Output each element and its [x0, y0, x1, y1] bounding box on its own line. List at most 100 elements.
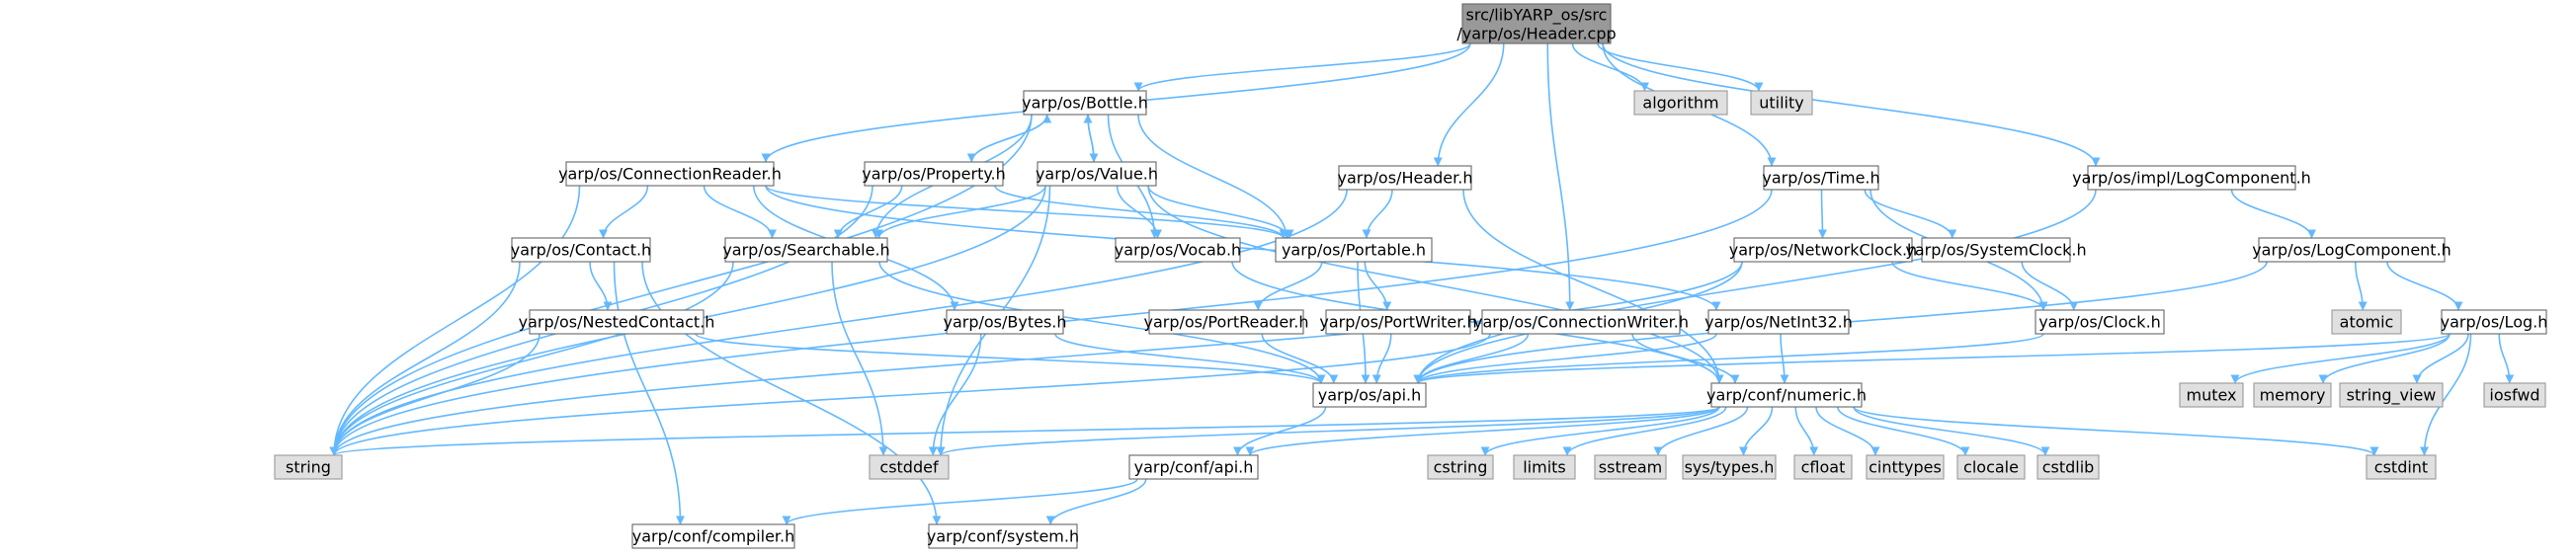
edge-connreader-to-netint32: [765, 185, 1721, 311]
node-box: [1275, 237, 1433, 263]
node-systemclock[interactable]: yarp/os/SystemClock.h: [1905, 237, 2087, 263]
node-label: yarp/os/ConnectionReader.h: [558, 165, 782, 184]
node-box: [2087, 165, 2296, 191]
node-portreader[interactable]: yarp/os/PortReader.h: [1143, 309, 1309, 335]
edge-numeric-to-limits: [1562, 406, 1727, 456]
node-compiler[interactable]: yarp/conf/compiler.h: [631, 523, 795, 549]
node-vocab[interactable]: yarp/os/Vocab.h: [1115, 237, 1241, 263]
node-cstddef: cstddef: [869, 454, 950, 480]
node-box: [1312, 382, 1427, 408]
node-label: memory: [2260, 386, 2326, 405]
node-box: [1461, 3, 1612, 44]
node-nestedcontact[interactable]: yarp/os/NestedContact.h: [519, 309, 715, 335]
node-label: yarp/os/Contact.h: [511, 241, 651, 260]
node-osapi[interactable]: yarp/os/api.h: [1312, 382, 1427, 408]
edge-time-to-systemclock: [1864, 189, 1957, 239]
edge-log-to-iosfwd: [2498, 333, 2515, 384]
edge-confapi-to-system: [1045, 478, 1147, 525]
edge-numeric-to-string: [330, 406, 1720, 456]
edge-networkclock-to-string: [329, 261, 1743, 456]
node-label: cfloat: [1801, 458, 1846, 477]
node-numeric[interactable]: yarp/conf/numeric.h: [1706, 382, 1867, 408]
node-sstream: sstream: [1594, 454, 1667, 480]
node-box: [511, 237, 651, 263]
node-searchable[interactable]: yarp/os/Searchable.h: [722, 237, 890, 263]
node-netint32[interactable]: yarp/os/NetInt32.h: [1704, 309, 1853, 335]
node-contact[interactable]: yarp/os/Contact.h: [511, 237, 651, 263]
node-layer: src/libYARP_os/src/yarp/os/Header.cppyar…: [274, 3, 2548, 549]
node-confapi[interactable]: yarp/conf/api.h: [1128, 454, 1259, 480]
node-cinttypes: cinttypes: [1866, 454, 1945, 480]
node-box: [2366, 454, 2437, 480]
edge-confapi-to-compiler: [782, 478, 1138, 525]
node-clock[interactable]: yarp/os/Clock.h: [2035, 309, 2165, 335]
node-box: [274, 454, 343, 480]
node-box: [631, 523, 795, 549]
edge-time-to-networkclock: [1817, 189, 1827, 239]
node-bottle[interactable]: yarp/os/Bottle.h: [1022, 90, 1148, 116]
node-label: yarp/os/Clock.h: [2038, 313, 2161, 332]
node-box: [1733, 237, 1913, 263]
node-networkclock[interactable]: yarp/os/NetworkClock.h: [1729, 237, 1917, 263]
node-label: yarp/os/Vocab.h: [1115, 241, 1241, 260]
node-logcomponent[interactable]: yarp/os/LogComponent.h: [2252, 237, 2451, 263]
node-header[interactable]: yarp/os/Header.h: [1338, 165, 1473, 191]
node-box: [1682, 454, 1777, 480]
edge-bytes-to-cstddef: [928, 333, 982, 456]
node-time[interactable]: yarp/os/Time.h: [1762, 165, 1880, 191]
edge-value-to-portable: [1147, 185, 1294, 239]
node-box: [1023, 90, 1147, 116]
edge-root-to-connwriter: [1546, 42, 1575, 311]
node-box: [2035, 309, 2165, 335]
node-implog[interactable]: yarp/os/impl/LogComponent.h: [2072, 165, 2311, 191]
node-label: yarp/conf/numeric.h: [1706, 386, 1867, 405]
edge-bytes-to-osapi: [1054, 333, 1326, 384]
edge-clock-to-osapi: [1413, 333, 2044, 384]
node-box: [1710, 382, 1863, 408]
edge-numeric-to-cfloat: [1794, 406, 1819, 456]
node-systypes: sys/types.h: [1682, 454, 1777, 480]
node-bytes[interactable]: yarp/os/Bytes.h: [943, 309, 1067, 335]
node-box: [1750, 90, 1813, 116]
node-connreader[interactable]: yarp/os/ConnectionReader.h: [558, 161, 782, 187]
edge-bottle-to-portable: [1137, 114, 1291, 239]
node-connwriter[interactable]: yarp/os/ConnectionWriter.h: [1473, 309, 1689, 335]
node-box: [2483, 382, 2546, 408]
edge-portable-to-portreader: [1253, 261, 1323, 311]
node-root[interactable]: src/libYARP_os/src/yarp/os/Header.cpp: [1456, 3, 1617, 44]
node-string: string: [274, 454, 343, 480]
edge-searchable-to-cstddef: [831, 261, 888, 456]
node-log[interactable]: yarp/os/Log.h: [2441, 309, 2548, 335]
node-label: yarp/os/impl/LogComponent.h: [2072, 169, 2311, 188]
node-label: yarp/os/Bytes.h: [943, 313, 1066, 332]
node-label: string: [286, 458, 331, 477]
edge-root-to-utility: [1597, 42, 1764, 92]
node-value[interactable]: yarp/os/Value.h: [1036, 161, 1158, 187]
node-box: [565, 161, 775, 187]
edge-portwriter-to-osapi: [1371, 333, 1392, 384]
node-label: yarp/os/NetworkClock.h: [1729, 241, 1917, 260]
node-label: yarp/os/PortWriter.h: [1319, 313, 1476, 332]
node-portwriter[interactable]: yarp/os/PortWriter.h: [1319, 309, 1477, 335]
edge-portreader-to-osapi: [1261, 333, 1339, 384]
node-label: mutex: [2186, 386, 2236, 405]
node-property[interactable]: yarp/os/Property.h: [862, 161, 1006, 187]
node-box: [2036, 454, 2100, 480]
node-box: [2258, 237, 2446, 263]
node-cstdint: cstdint: [2366, 454, 2437, 480]
node-label: atomic: [2340, 313, 2394, 332]
node-system[interactable]: yarp/conf/system.h: [927, 523, 1079, 549]
node-label: utility: [1759, 94, 1804, 113]
node-label: yarp/os/NetInt32.h: [1704, 313, 1853, 332]
node-string_view: string_view: [2339, 382, 2444, 408]
edge-numeric-to-systypes: [1739, 406, 1774, 456]
node-box: [928, 523, 1078, 549]
node-algorithm: algorithm: [1633, 90, 1728, 116]
node-label: sys/types.h: [1685, 458, 1775, 477]
node-portable[interactable]: yarp/os/Portable.h: [1275, 237, 1433, 263]
edge-log-to-osapi: [1413, 333, 2451, 384]
edge-contact-to-compiler: [613, 261, 685, 525]
node-label: yarp/os/Searchable.h: [722, 241, 889, 260]
node-box: [1325, 309, 1471, 335]
